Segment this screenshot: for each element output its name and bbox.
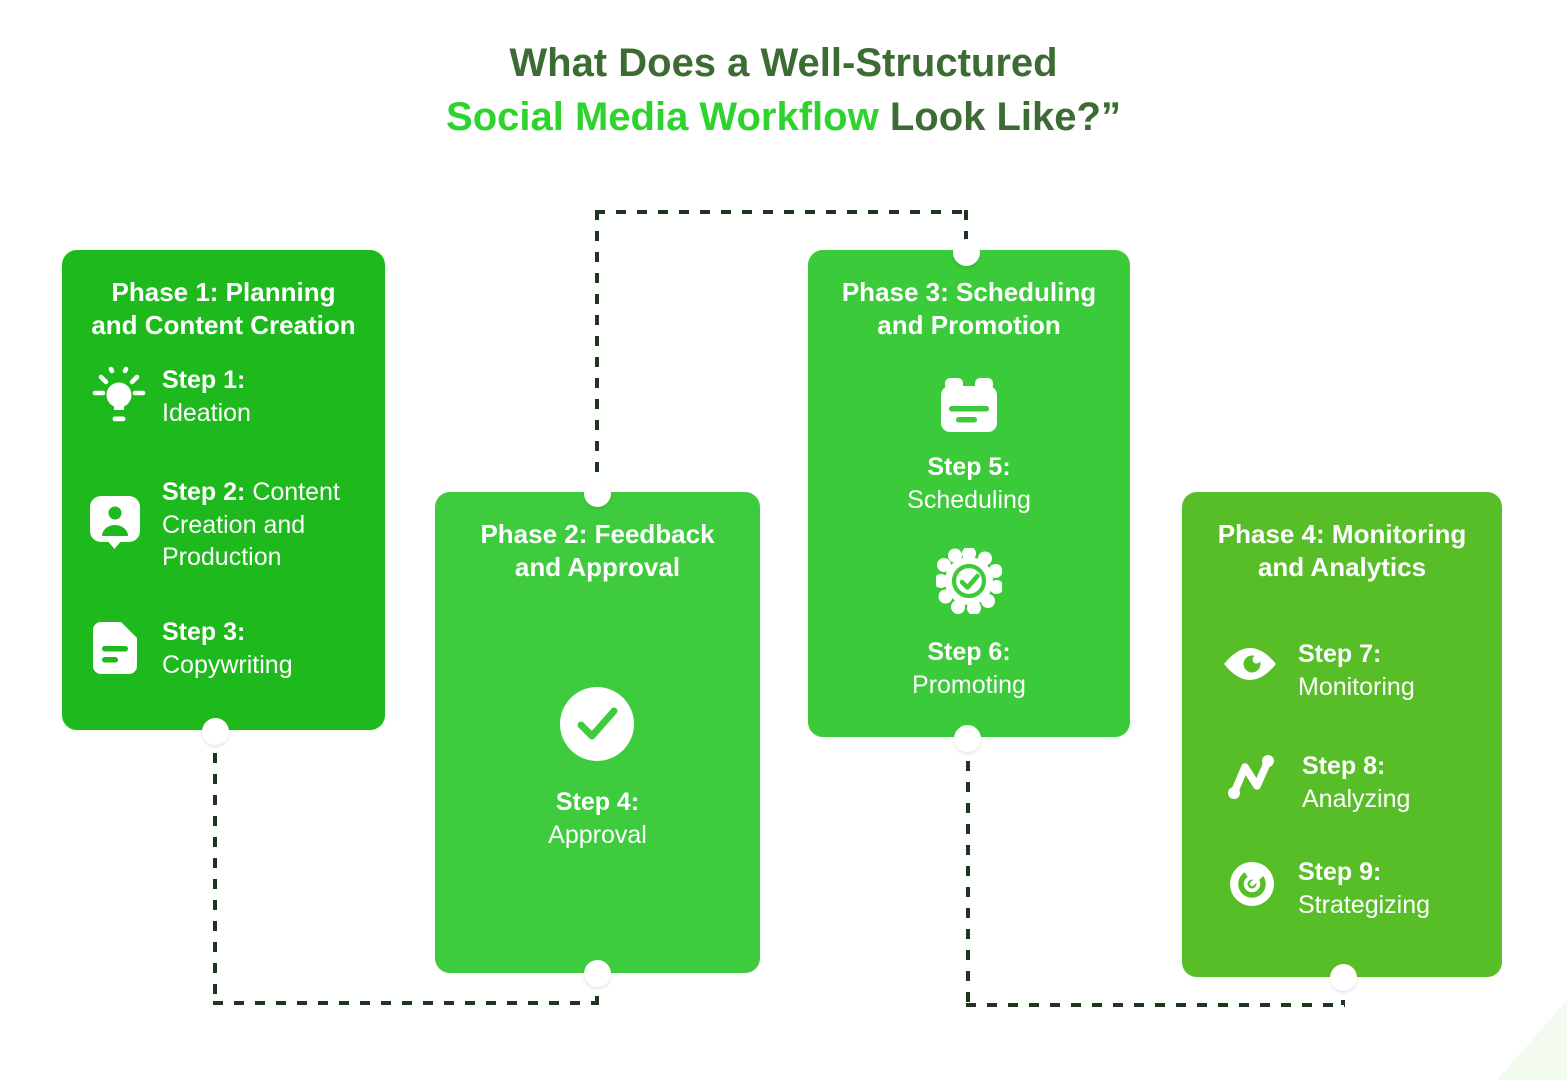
person-bubble-icon	[90, 496, 140, 549]
step-item: Step 1: Ideation	[162, 364, 251, 429]
step-text: Analyzing	[1302, 784, 1411, 813]
step-text: Content Creation and Production	[162, 478, 340, 571]
step-label: Step 2:	[162, 478, 246, 506]
step-item: Step 7: Monitoring	[1298, 638, 1415, 703]
step-item: Step 2: Content Creation and Production	[162, 476, 362, 574]
step-text: Scheduling	[907, 485, 1031, 514]
step-item: Step 4: Approval	[435, 786, 760, 851]
step-label: Step 3:	[162, 618, 246, 646]
step-label: Step 8:	[1302, 752, 1386, 780]
step-item: Step 9: Strategizing	[1298, 856, 1430, 921]
connector-node	[954, 725, 981, 752]
phase-4-title: Phase 4: Monitoring and Analytics	[1217, 519, 1467, 582]
step-text: Approval	[548, 820, 647, 849]
step-text: Copywriting	[162, 650, 293, 679]
calendar-icon	[941, 378, 997, 432]
connector-line	[213, 732, 217, 1004]
step-label: Step 7:	[1298, 640, 1382, 668]
connector-line	[1341, 979, 1345, 1005]
connector-node	[584, 960, 611, 987]
page-title-highlight: Social Media Workflow	[446, 95, 879, 139]
connector-node	[584, 480, 611, 507]
step-label: Step 4:	[555, 788, 640, 816]
step-text: Monitoring	[1298, 672, 1415, 701]
badge-check-icon	[936, 548, 1002, 614]
connector-line	[966, 1003, 1345, 1007]
connector-line	[964, 210, 968, 256]
phase-1-card: Phase 1: Planning and Content Creation S…	[62, 250, 385, 730]
page-title-line1: What Does a Well-Structured	[509, 41, 1058, 85]
connector-line	[966, 740, 970, 1006]
page-title-suffix: Look Like?”	[889, 95, 1121, 139]
phase-3-card: Phase 3: Scheduling and Promotion Step 5…	[808, 250, 1130, 737]
target-icon	[1230, 862, 1274, 906]
step-label: Step 6:	[927, 638, 1011, 666]
check-circle-icon	[560, 687, 634, 761]
trend-icon	[1228, 755, 1274, 799]
phase-4-card: Phase 4: Monitoring and Analytics Step 7…	[1182, 492, 1502, 977]
document-icon	[93, 622, 137, 674]
step-text: Ideation	[162, 398, 251, 427]
connector-line	[595, 210, 599, 498]
step-label: Step 5:	[927, 453, 1011, 481]
eye-icon	[1224, 648, 1276, 680]
step-label: Step 1:	[162, 366, 246, 394]
phase-3-title: Phase 3: Scheduling and Promotion	[841, 277, 1097, 340]
phase-2-card: Phase 2: Feedback and Approval Step 4: A…	[435, 492, 760, 973]
step-item: Step 6: Promoting	[808, 636, 1130, 701]
connector-node	[953, 239, 980, 266]
connector-node	[202, 718, 229, 745]
connector-line	[595, 210, 969, 214]
step-text: Promoting	[912, 670, 1026, 699]
corner-decoration	[1497, 1000, 1567, 1080]
page-title-line2: Social Media Workflow Look Like?”	[0, 90, 1567, 144]
connector-line	[595, 975, 599, 1003]
step-item: Step 8: Analyzing	[1302, 750, 1410, 815]
step-text: Strategizing	[1298, 890, 1431, 919]
connector-node	[1330, 964, 1357, 991]
step-item: Step 3: Copywriting	[162, 616, 293, 681]
step-label: Step 9:	[1298, 858, 1382, 886]
phase-2-title: Phase 2: Feedback and Approval	[480, 519, 715, 582]
lightbulb-icon	[92, 366, 146, 422]
page-title: What Does a Well-Structured Social Media…	[0, 36, 1567, 144]
phase-1-title: Phase 1: Planning and Content Creation	[91, 277, 356, 340]
connector-line	[213, 1001, 599, 1005]
step-item: Step 5: Scheduling	[808, 451, 1130, 516]
